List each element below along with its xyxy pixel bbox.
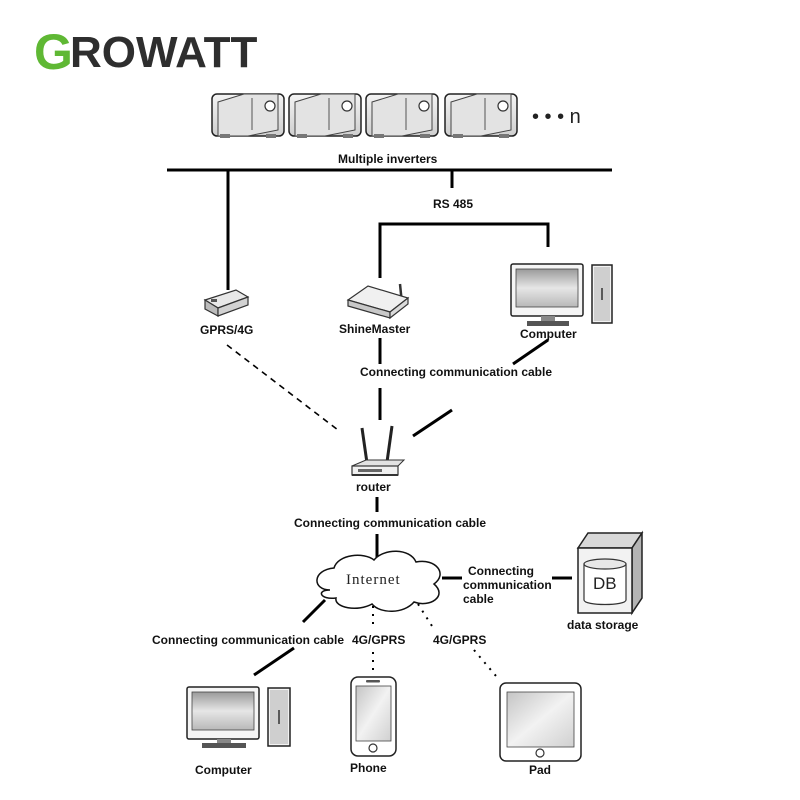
computer-router-cable-lower — [412, 408, 453, 438]
gprs-label: GPRS/4G — [200, 323, 253, 337]
shinemaster-computer-line — [378, 222, 550, 278]
data-storage-label: data storage — [567, 618, 639, 632]
db-storage-icon — [576, 530, 644, 616]
gprs-dongle-icon — [203, 289, 250, 318]
logo-text: ROWATT — [70, 28, 257, 77]
computer-bottom-label: Computer — [195, 763, 252, 777]
phone-icon — [350, 676, 397, 757]
internet-computer-cable-lower — [253, 646, 295, 677]
inverter-4-icon — [444, 93, 518, 138]
computer-router-cable-upper — [512, 338, 549, 366]
computer-top-icon — [510, 263, 613, 326]
router-icon — [351, 425, 406, 476]
internet-phone-link-label: 4G/GPRS — [352, 633, 405, 647]
internet-computer-cable-upper — [301, 598, 327, 624]
internet-pad-link-label: 4G/GPRS — [433, 633, 486, 647]
internet-db-cable-label-3: cable — [463, 592, 494, 606]
internet-db-cable-label-1: Connecting — [468, 564, 534, 578]
growatt-logo: G ROWATT — [34, 24, 257, 80]
logo-letter-g: G — [34, 24, 73, 80]
router-internet-cable-label: Connecting communication cable — [294, 516, 486, 530]
internet-db-cable-label-2: communication — [463, 578, 552, 592]
multiple-inverters-label: Multiple inverters — [338, 152, 438, 166]
rs485-label: RS 485 — [433, 197, 473, 211]
internet-computer-cable-label: Connecting communication cable — [152, 633, 344, 647]
internet-label: Internet — [346, 572, 401, 588]
shinemaster-router-cable-label: Connecting communication cable — [360, 365, 552, 379]
computer-top-label: Computer — [520, 327, 577, 341]
inverter-3-icon — [365, 93, 439, 138]
internet-pad-link-lower — [473, 649, 497, 677]
internet-pad-link-upper — [417, 603, 433, 627]
computer-bottom-icon — [186, 686, 291, 748]
shinemaster-label: ShineMaster — [339, 322, 411, 336]
pad-label: Pad — [529, 763, 551, 777]
gprs-router-wireless-link — [226, 344, 339, 431]
more-inverters-indicator: • • • n — [532, 106, 581, 128]
shinemaster-icon — [346, 283, 410, 320]
inverter-row: • • • n — [211, 93, 581, 138]
inverter-2-icon — [288, 93, 362, 138]
router-label: router — [356, 480, 391, 494]
db-icon-text: DB — [593, 574, 617, 593]
internet-cloud-icon — [316, 550, 441, 612]
phone-label: Phone — [350, 761, 387, 775]
pad-icon — [499, 682, 582, 762]
inverter-1-icon — [211, 93, 285, 138]
